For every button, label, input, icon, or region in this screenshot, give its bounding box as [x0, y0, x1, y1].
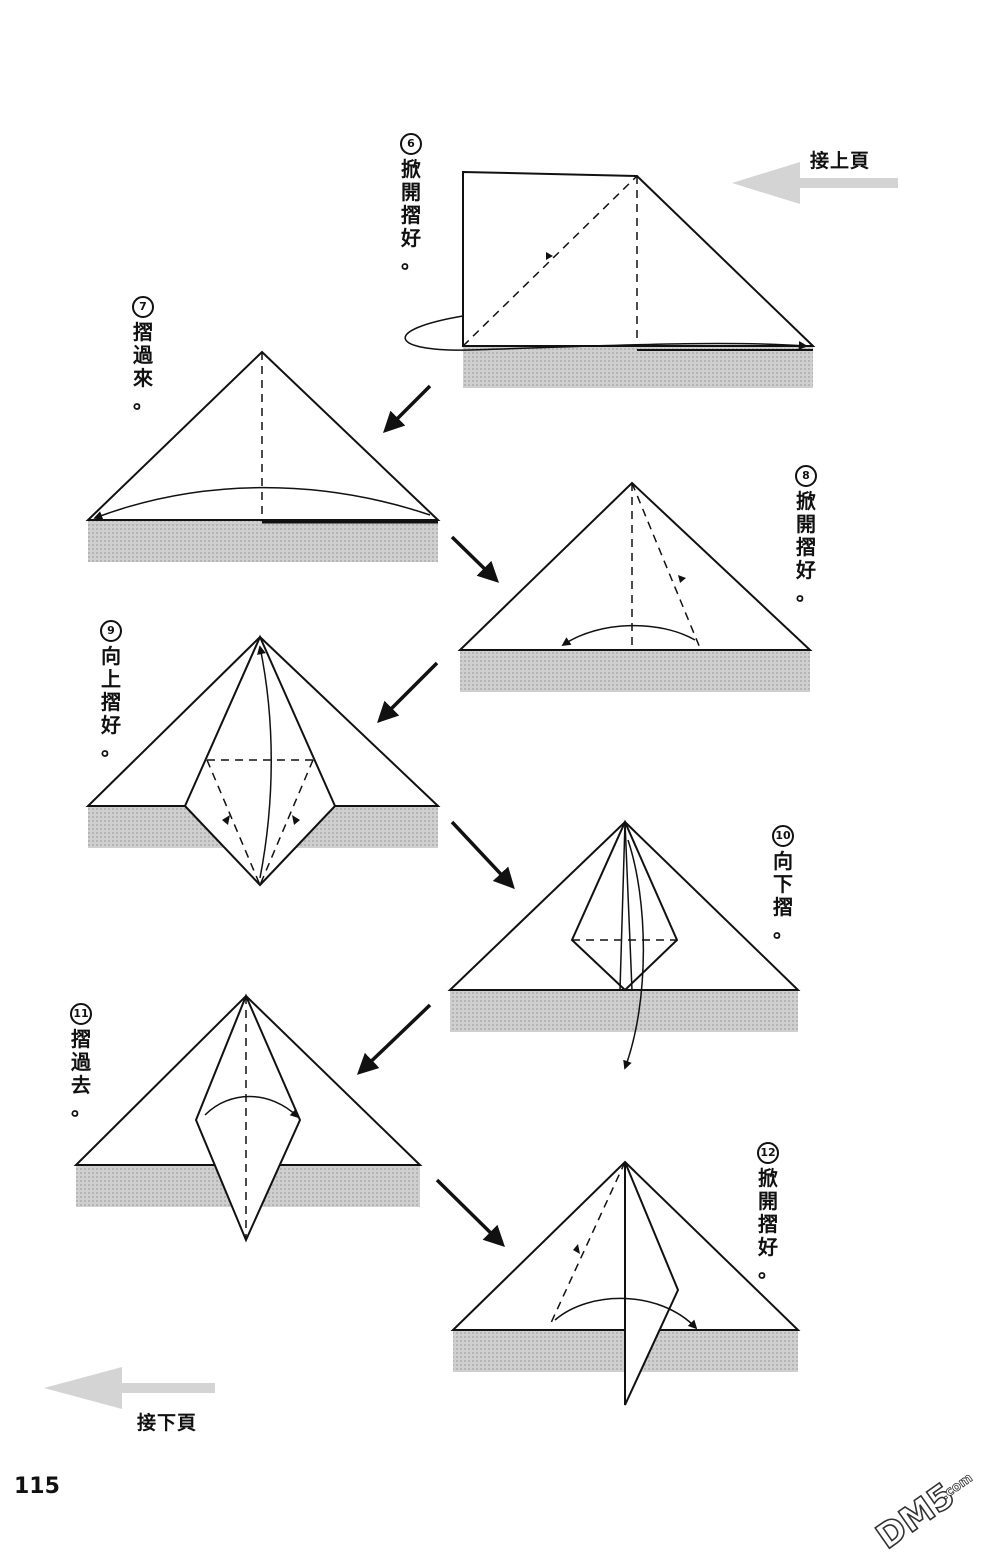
- step-text-char: 摺: [796, 535, 816, 559]
- step-text-char: 摺: [71, 1027, 91, 1051]
- dm5-watermark-logo: DM5 .com: [868, 1470, 976, 1550]
- step-text-char: 好: [401, 226, 421, 250]
- step-text-char: 。: [773, 918, 793, 942]
- step-text-char: 上: [101, 667, 121, 691]
- step-6-label: 6 掀 開 摺 好 。: [400, 133, 422, 273]
- step-text-char: 開: [401, 180, 421, 204]
- next-page-arrow: [44, 1367, 215, 1409]
- flow-arrows: [356, 384, 515, 1247]
- step-number: 6: [400, 133, 422, 155]
- prev-page-arrow: [732, 162, 898, 204]
- step-9-label: 9 向 上 摺 好 。: [100, 620, 122, 760]
- step-text-char: 過: [133, 343, 153, 367]
- step-text-char: 來: [133, 366, 153, 390]
- step-text-char: 掀: [758, 1166, 778, 1190]
- step-number: 8: [795, 465, 817, 487]
- prev-page-label: 接上頁: [810, 150, 871, 172]
- flow-arrow: [377, 661, 439, 723]
- step-6-diagram: [404, 170, 816, 388]
- step-text-char: 。: [401, 249, 421, 273]
- step-text-char: 掀: [401, 157, 421, 181]
- step-number: 10: [772, 825, 794, 847]
- next-page-label: 接下頁: [137, 1412, 198, 1434]
- step-10-label: 10 向 下 摺 。: [772, 825, 794, 942]
- step-text-char: 向: [773, 849, 793, 873]
- page-number: 115: [14, 1474, 60, 1499]
- step-text-char: 向: [101, 644, 121, 668]
- step-text-char: 摺: [773, 895, 793, 919]
- step-number: 7: [132, 296, 154, 318]
- watermark-suffix: .com: [938, 1471, 975, 1503]
- step-text-char: 摺: [101, 690, 121, 714]
- step-text-char: 。: [71, 1096, 91, 1120]
- step-text-char: 。: [101, 736, 121, 760]
- step-text-char: 。: [758, 1258, 778, 1282]
- step-7-label: 7 摺 過 來 。: [132, 296, 154, 413]
- step-text-char: 。: [796, 581, 816, 605]
- step-text-char: 開: [758, 1189, 778, 1213]
- flow-arrow: [435, 1178, 505, 1247]
- step-11-label: 11 摺 過 去 。: [70, 1003, 92, 1120]
- flow-arrow: [383, 384, 432, 433]
- step-text-char: 好: [796, 558, 816, 582]
- flow-arrow: [450, 535, 500, 583]
- step-text-char: 掀: [796, 489, 816, 513]
- step-number: 9: [100, 620, 122, 642]
- step-8-label: 8 掀 開 摺 好 。: [795, 465, 817, 605]
- step-text-char: 過: [71, 1050, 91, 1074]
- step-text-char: 去: [71, 1073, 91, 1097]
- step-text-char: 摺: [401, 203, 421, 227]
- step-text-char: 好: [101, 713, 121, 737]
- step-text-char: 摺: [133, 320, 153, 344]
- step-12-label: 12 掀 開 摺 好 。: [757, 1142, 779, 1282]
- step-9-diagram: [85, 634, 441, 887]
- step-text-char: 下: [773, 872, 793, 896]
- step-number: 11: [70, 1003, 92, 1025]
- step-10-diagram: [447, 819, 801, 1070]
- step-text-char: 。: [133, 389, 153, 413]
- step-text-char: 好: [758, 1235, 778, 1259]
- step-8-diagram: [457, 481, 813, 692]
- step-7-diagram: [85, 350, 441, 562]
- step-11-diagram: [73, 993, 423, 1243]
- step-text-char: 開: [796, 512, 816, 536]
- step-text-char: 摺: [758, 1212, 778, 1236]
- flow-arrow: [450, 820, 515, 890]
- step-12-diagram: [450, 1160, 801, 1406]
- step-number: 12: [757, 1142, 779, 1164]
- flow-arrow: [356, 1003, 432, 1075]
